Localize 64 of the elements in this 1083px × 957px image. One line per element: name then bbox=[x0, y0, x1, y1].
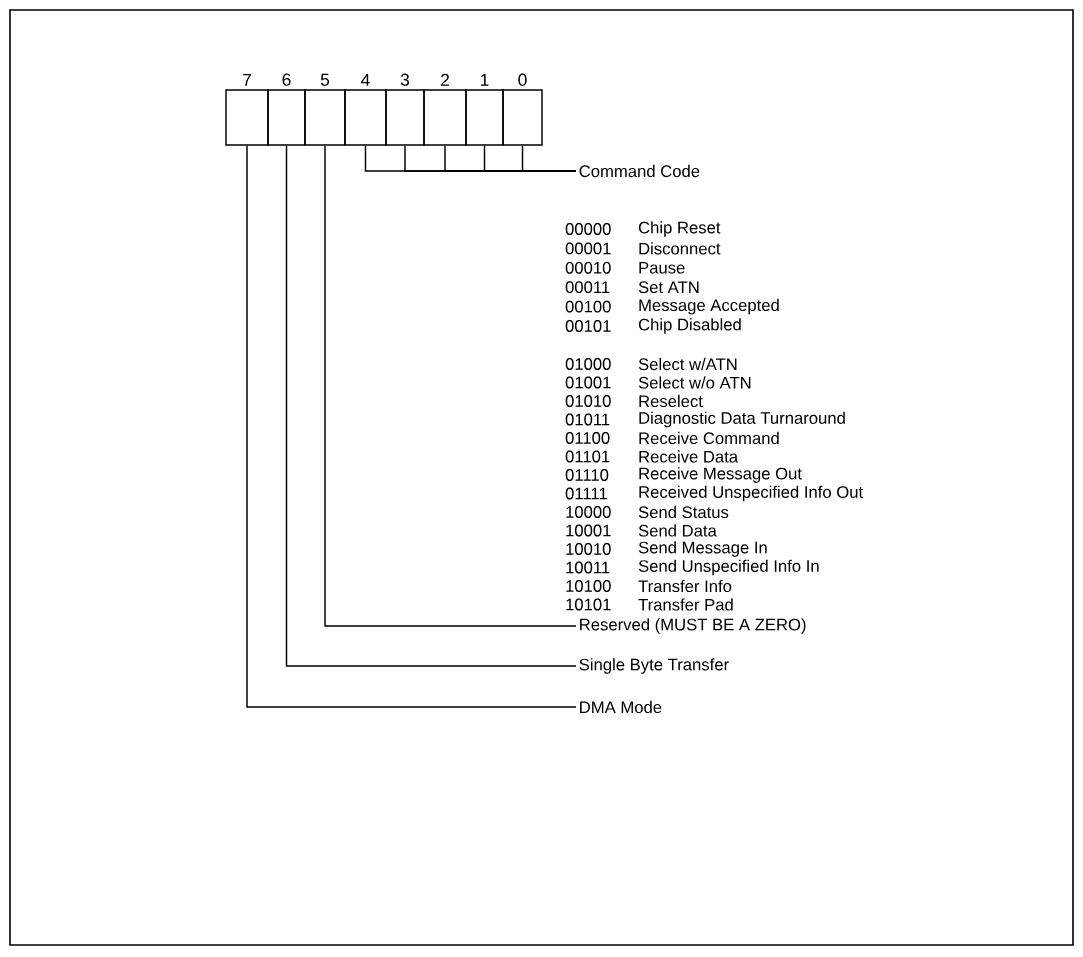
leader-line bbox=[246, 145, 577, 708]
command-code: 01001 bbox=[565, 376, 611, 389]
command-code: 01110 bbox=[565, 469, 609, 481]
command-name: Diagnostic Data Turnaround bbox=[639, 411, 845, 428]
command-name: Select w/ATN bbox=[638, 357, 737, 371]
command-name: Send Data bbox=[638, 524, 717, 537]
bit-cell: 6 bbox=[267, 73, 306, 146]
command-code: 01100 bbox=[565, 432, 610, 444]
command-name: Receive Data bbox=[639, 450, 739, 463]
node-label: 1 bbox=[481, 73, 489, 86]
command-code: 01011 bbox=[565, 413, 610, 426]
command-name: Transfer Pad bbox=[638, 598, 733, 611]
node-label: 0 bbox=[518, 73, 527, 86]
bit-cell: 4 bbox=[344, 73, 387, 146]
node-label: 3 bbox=[400, 73, 410, 86]
command-name: Received Unspecified Info Out bbox=[639, 485, 864, 502]
node-label: 7 bbox=[243, 73, 251, 86]
command-code: 00010 bbox=[565, 261, 611, 274]
node-label: 2 bbox=[441, 73, 449, 86]
command-code: 00011 bbox=[565, 281, 610, 294]
field-label: Single Byte Transfer bbox=[579, 658, 729, 674]
command-code: 10001 bbox=[566, 524, 611, 537]
bit-cell: 2 bbox=[423, 73, 467, 146]
field-label: Command Code bbox=[579, 164, 700, 178]
bit-cell: 1 bbox=[465, 73, 504, 146]
command-code: 01000 bbox=[565, 358, 611, 370]
command-name: Send Unspecified Info In bbox=[638, 559, 819, 576]
field-label: Reserved (MUST BE A ZERO) bbox=[580, 618, 806, 634]
node-label: 4 bbox=[361, 73, 370, 86]
command-name: Set ATN bbox=[638, 281, 699, 294]
command-code: 01111 bbox=[565, 487, 607, 500]
bit-cell: 0 bbox=[502, 73, 543, 146]
bit-cell: 3 bbox=[385, 73, 425, 146]
command-code: 00000 bbox=[565, 223, 611, 235]
node-label: 6 bbox=[282, 73, 291, 86]
leader-line bbox=[324, 145, 577, 627]
leader-line bbox=[285, 145, 577, 667]
command-name: Message Accepted bbox=[639, 298, 779, 315]
command-code: 00101 bbox=[565, 320, 611, 332]
command-code: 10010 bbox=[566, 543, 611, 555]
command-code: 10101 bbox=[566, 598, 611, 611]
command-name: Chip Disabled bbox=[638, 318, 741, 334]
command-code: 10000 bbox=[566, 506, 611, 518]
command-code: 01010 bbox=[565, 395, 611, 407]
command-name: Pause bbox=[639, 262, 685, 274]
command-name: Send Message In bbox=[638, 541, 767, 557]
field-label: DMA Mode bbox=[580, 700, 662, 714]
command-name: Disconnect bbox=[639, 242, 721, 255]
command-name: Select w/o ATN bbox=[638, 376, 751, 389]
leader-line bbox=[521, 145, 577, 172]
command-name: Receive Message Out bbox=[639, 467, 802, 483]
command-name: Chip Reset bbox=[638, 221, 721, 237]
command-name: Send Status bbox=[638, 505, 729, 519]
command-code: 00100 bbox=[565, 300, 611, 313]
command-name: Reselect bbox=[639, 394, 703, 408]
command-name: Receive Command bbox=[639, 431, 779, 445]
node-label: 5 bbox=[320, 73, 330, 86]
command-name: Transfer Info bbox=[638, 579, 732, 593]
command-code: 10100 bbox=[566, 580, 611, 592]
bit-cell: 7 bbox=[225, 73, 269, 146]
command-code: 00001 bbox=[565, 242, 611, 255]
command-code: 10011 bbox=[566, 561, 610, 574]
command-code: 01101 bbox=[565, 450, 610, 463]
bit-cell: 5 bbox=[304, 73, 346, 146]
